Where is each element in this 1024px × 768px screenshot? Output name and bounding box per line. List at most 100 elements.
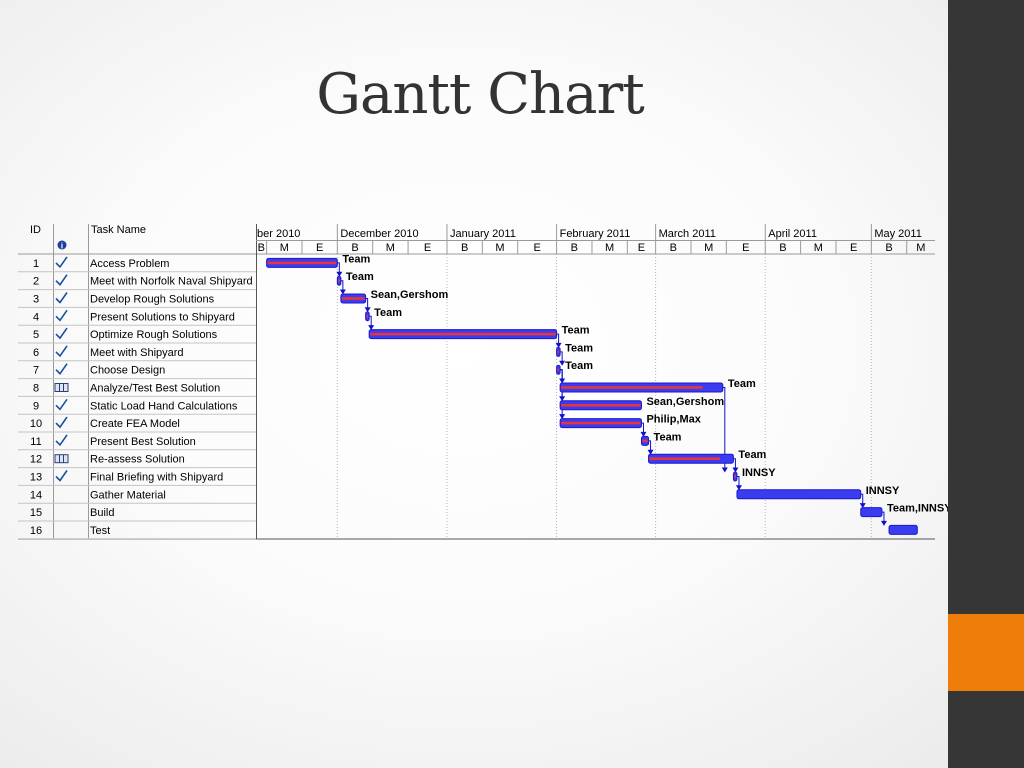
period-label: M — [280, 242, 289, 254]
dependency-links — [336, 262, 887, 526]
progress-bar — [267, 261, 337, 265]
progress-bar — [649, 457, 720, 460]
period-label: E — [316, 242, 323, 254]
task-name: Present Solutions to Shipyard — [90, 311, 235, 323]
period-label: M — [916, 242, 925, 254]
progress-bar — [338, 279, 340, 282]
month-label: February 2011 — [560, 228, 631, 240]
period-label: M — [495, 242, 504, 254]
period-label: E — [850, 242, 857, 254]
dependency-arrow — [336, 271, 343, 277]
dependency-line — [648, 440, 652, 453]
period-label: E — [638, 242, 645, 254]
resource-label: Team,INNSY — [887, 503, 948, 515]
resource-label: Team — [346, 271, 374, 283]
task-id: 5 — [33, 329, 39, 341]
period-label: B — [885, 242, 892, 254]
dependency-line — [560, 351, 563, 364]
task-bar — [860, 507, 883, 518]
check-icon — [55, 292, 68, 304]
dependency-line — [736, 476, 740, 489]
check-icon — [55, 470, 68, 482]
task-name: Static Load Hand Calculations — [90, 400, 238, 412]
check-icon — [55, 256, 68, 269]
check-icon — [55, 345, 68, 358]
task-bars: TeamTeamSean,GershomTeamTeamTeamTeamTeam… — [266, 253, 948, 535]
dependency-arrow — [339, 289, 346, 295]
task-id: 9 — [33, 400, 39, 412]
task-id: 11 — [30, 436, 41, 448]
resource-label: INNSY — [742, 467, 776, 479]
dependency-arrow — [732, 467, 739, 473]
task-name: Access Problem — [90, 258, 169, 270]
task-name: Meet with Norfolk Naval Shipyard — [90, 276, 253, 288]
period-label: B — [779, 242, 786, 254]
period-label: B — [461, 242, 468, 254]
info-icon: i — [57, 240, 67, 251]
progress-bar — [561, 404, 641, 407]
period-label: E — [742, 242, 749, 254]
month-label: January 2011 — [450, 228, 516, 240]
resource-label: Sean,Gershom — [646, 396, 724, 408]
period-label: E — [424, 242, 431, 254]
calendar-icon — [54, 454, 69, 464]
slide-title: Gantt Chart — [316, 62, 645, 127]
check-icon — [55, 434, 68, 447]
resource-label: Team — [654, 431, 682, 443]
resource-label: Team — [342, 253, 370, 265]
resource-label: Team — [565, 360, 593, 372]
resource-label: Team — [565, 342, 593, 354]
dependency-line — [860, 493, 864, 507]
task-name: Optimize Rough Solutions — [90, 329, 218, 341]
resource-label: Philip,Max — [646, 414, 701, 426]
resource-label: Sean,Gershom — [371, 289, 449, 301]
task-id: 12 — [30, 454, 42, 466]
month-label: ber 2010 — [257, 228, 300, 240]
dependency-line — [365, 298, 369, 311]
period-label: B — [351, 242, 358, 254]
task-id: 14 — [30, 489, 42, 501]
dependency-arrow — [880, 520, 887, 526]
dependency-arrow — [735, 485, 742, 491]
task-id: 13 — [30, 472, 42, 484]
dependency-line — [641, 422, 644, 435]
task-name: Meet with Shipyard — [90, 347, 184, 359]
task-id: 1 — [33, 258, 39, 270]
task-id: 7 — [33, 365, 39, 377]
progress-bar — [734, 475, 736, 478]
progress-bar — [366, 315, 369, 318]
task-id: 15 — [30, 507, 42, 519]
period-label: B — [258, 242, 265, 254]
task-id: 8 — [33, 383, 39, 395]
task-name: Re-assess Solution — [90, 454, 185, 466]
dependency-line — [733, 458, 736, 471]
header-id: ID — [30, 224, 41, 236]
header-task-name: Task Name — [91, 224, 146, 236]
progress-bar — [557, 350, 560, 354]
dependency-arrow — [559, 360, 566, 366]
dependency-arrow — [364, 307, 371, 313]
task-name: Develop Rough Solutions — [90, 294, 215, 306]
calendar-icon — [54, 383, 69, 392]
dependency-line — [556, 333, 560, 346]
check-icon — [55, 416, 68, 429]
progress-bar — [370, 332, 556, 336]
dependency-line — [722, 387, 726, 471]
check-icon — [55, 398, 68, 411]
progress-bar — [561, 386, 703, 389]
gantt-frame — [18, 224, 935, 540]
task-bar — [888, 524, 918, 535]
month-label: March 2011 — [659, 228, 716, 240]
check-icon — [55, 363, 68, 375]
progress-bar — [341, 297, 365, 300]
dependency-arrow — [559, 414, 566, 420]
period-label: E — [533, 242, 540, 254]
sidebar-accent-block — [948, 614, 1024, 691]
dependency-arrow — [368, 325, 375, 331]
month-label: December 2010 — [340, 228, 418, 240]
progress-bar — [642, 439, 648, 443]
progress-bar — [561, 421, 641, 425]
